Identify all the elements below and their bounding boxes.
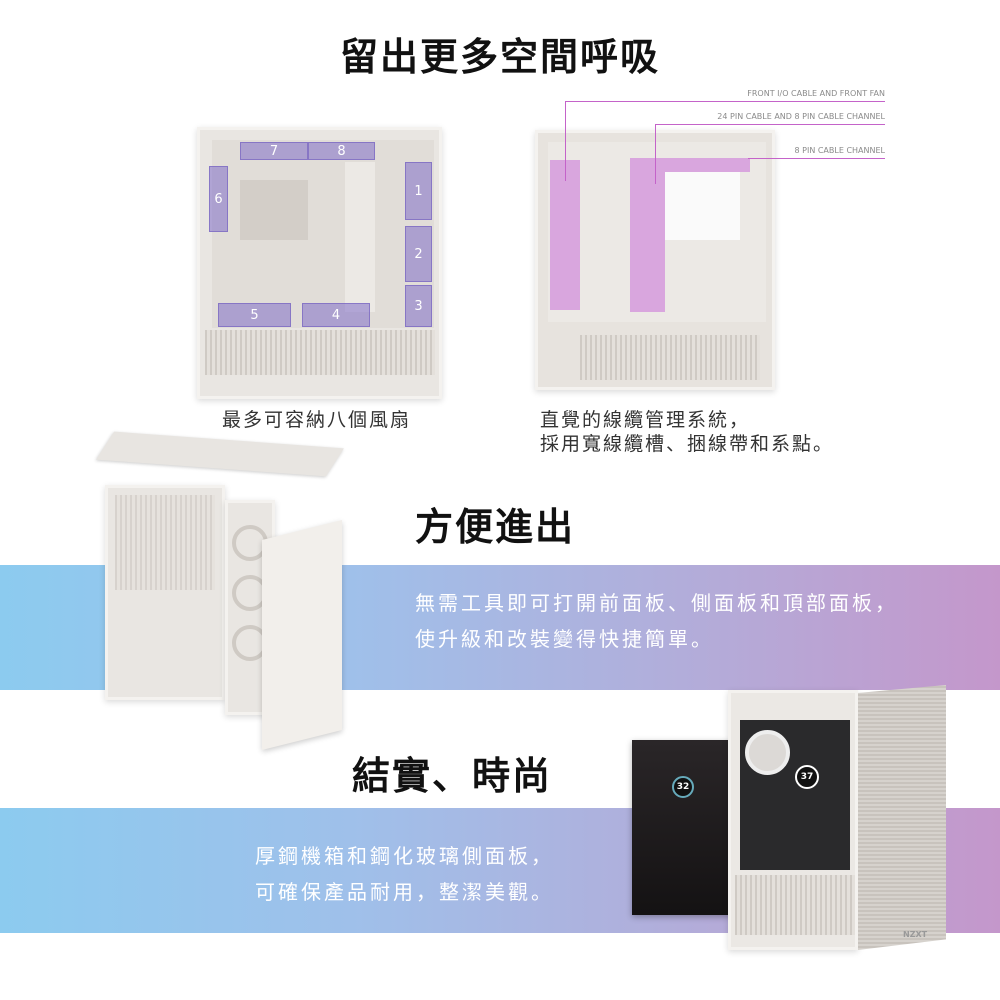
fan-slot-6: 6: [209, 166, 228, 232]
cooler-screen: 32: [672, 776, 694, 798]
psu-area: [580, 335, 760, 380]
psu-shroud-mesh: [205, 330, 435, 375]
access-description: 無需工具即可打開前面板、側面板和頂部面板， 使升級和改裝變得快捷簡單。: [415, 585, 898, 657]
section-title-airflow: 留出更多空間呼吸: [339, 35, 660, 79]
fan-number: 5: [250, 307, 259, 323]
callout-line: [655, 124, 656, 184]
section-title-access: 方便進出: [415, 505, 576, 549]
text-line: 使升級和改裝變得快捷簡單。: [415, 627, 714, 651]
callout-line: [655, 124, 885, 125]
text-line: 可確保產品耐用，整潔美觀。: [255, 880, 554, 904]
8pin-channel: [630, 158, 750, 172]
psu-shroud: [735, 875, 855, 935]
fan-number: 2: [414, 246, 423, 262]
text-line: 無需工具即可打開前面板、側面板和頂部面板，: [415, 591, 898, 615]
fan-number: 3: [414, 298, 423, 314]
front-io-cable-channel: [550, 160, 580, 310]
nzxt-logo: NZXT: [903, 930, 928, 939]
caption-line: 直覺的線纜管理系統，: [540, 409, 751, 431]
temperature-value: 37: [800, 772, 814, 782]
fan-slot-8: 8: [308, 142, 375, 160]
label-8pin: 8 PIN CABLE CHANNEL: [794, 146, 886, 155]
side-mesh: [115, 495, 215, 590]
durable-description: 厚鋼機箱和鋼化玻璃側面板， 可確保產品耐用，整潔美觀。: [255, 838, 554, 910]
callout-line: [748, 158, 885, 159]
temperature-value: 32: [676, 782, 690, 792]
fan-number: 1: [414, 183, 423, 199]
front-panel-removed: [262, 520, 342, 750]
caption-line: 採用寬線纜槽、捆線帶和系點。: [540, 433, 835, 455]
fan-slot-7: 7: [240, 142, 308, 160]
fan-number: 6: [214, 191, 223, 207]
fan-slot-4: 4: [302, 303, 370, 327]
front-mesh-panel: [858, 685, 946, 950]
rear-cutout: [665, 172, 740, 240]
fan-number: 4: [331, 307, 341, 323]
fan-capacity-caption: 最多可容納八個風扇: [222, 409, 412, 431]
motherboard-cutout: [240, 180, 308, 240]
24pin-channel: [630, 172, 665, 312]
top-panel: [96, 431, 344, 477]
fan-slot-5: 5: [218, 303, 291, 327]
section-title-durable: 結實、時尚: [352, 754, 553, 798]
fan-icon: [745, 730, 790, 775]
text-line: 厚鋼機箱和鋼化玻璃側面板，: [255, 844, 554, 868]
fan-number: 7: [269, 143, 279, 159]
black-case: [632, 740, 737, 915]
callout-line: [565, 101, 566, 181]
pump-screen: 37: [795, 765, 819, 789]
label-24pin: 24 PIN CABLE AND 8 PIN CABLE CHANNEL: [717, 112, 885, 121]
fan-slot-2: 2: [405, 226, 432, 282]
callout-line: [565, 101, 885, 102]
fan-slot-1: 1: [405, 162, 432, 220]
fan-number: 8: [337, 143, 346, 159]
label-front-io: FRONT I/O CABLE AND FRONT FAN: [747, 89, 885, 98]
fan-slot-3: 3: [405, 285, 432, 327]
cable-cover: [345, 162, 375, 312]
cable-caption: 直覺的線纜管理系統， 採用寬線纜槽、捆線帶和系點。: [540, 408, 834, 456]
